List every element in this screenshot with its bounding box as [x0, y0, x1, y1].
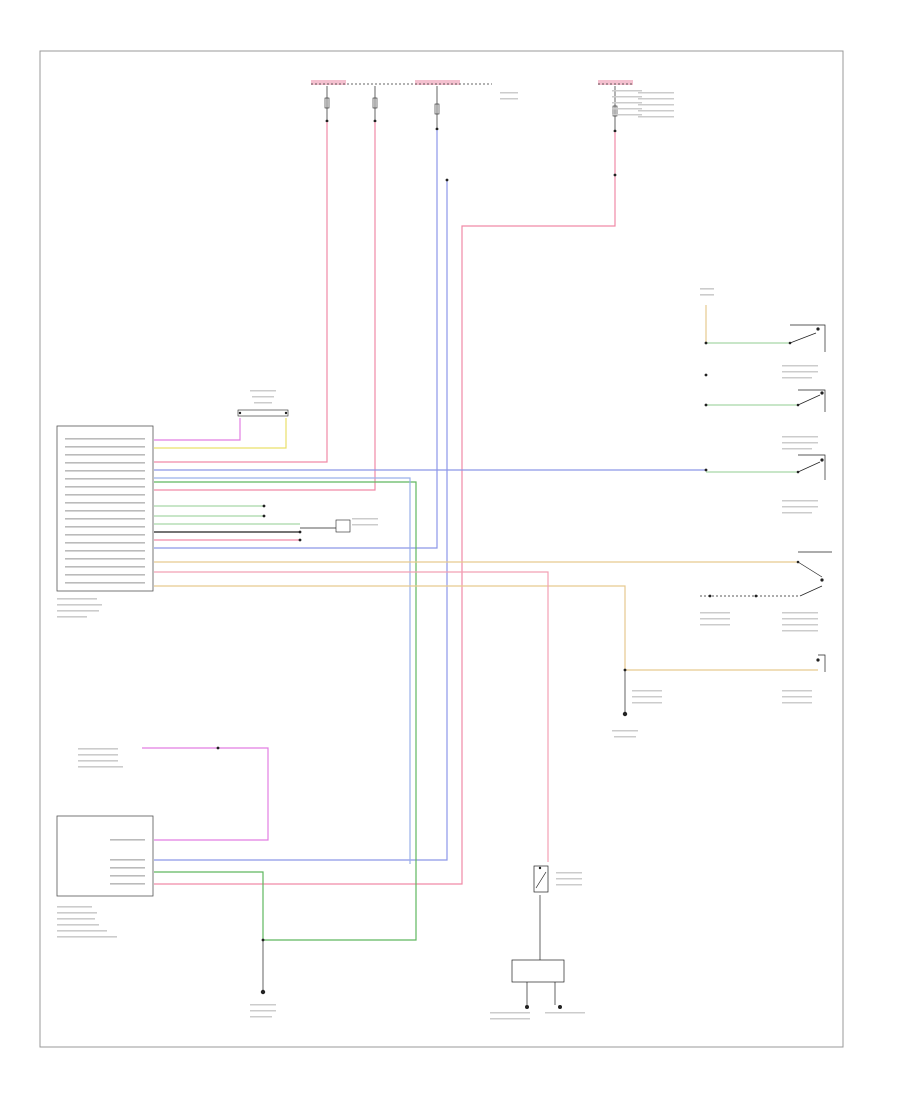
wire-blue-2	[154, 180, 448, 861]
wire-group	[142, 122, 818, 1005]
wire-lightblue-1	[154, 477, 411, 864]
lower-control-module	[56, 748, 154, 938]
wire-yellow-1	[154, 418, 287, 449]
wire-red-3	[154, 132, 616, 885]
splice-icon	[216, 173, 758, 942]
fuse-icon	[324, 86, 618, 130]
wire-pink-1	[154, 571, 549, 862]
switch-contact-icon	[700, 288, 832, 672]
main-control-module	[56, 425, 154, 618]
right-side-labels	[500, 90, 818, 704]
ground-icon	[250, 711, 638, 1020]
module-pin-labels	[65, 438, 145, 584]
relay-group	[511, 865, 582, 983]
wire-blue-1	[154, 130, 438, 549]
diagram-border	[39, 50, 844, 1048]
connector-icon	[237, 390, 289, 417]
wire-violet-1	[154, 418, 241, 441]
wire-violet-2	[142, 747, 269, 841]
wire-tan-2	[154, 585, 818, 671]
wire-red-2	[154, 122, 376, 491]
connector-icon	[300, 518, 378, 533]
wire-red-1	[154, 122, 328, 463]
wire-green-1	[154, 481, 417, 941]
fuse-box-group	[311, 80, 633, 133]
